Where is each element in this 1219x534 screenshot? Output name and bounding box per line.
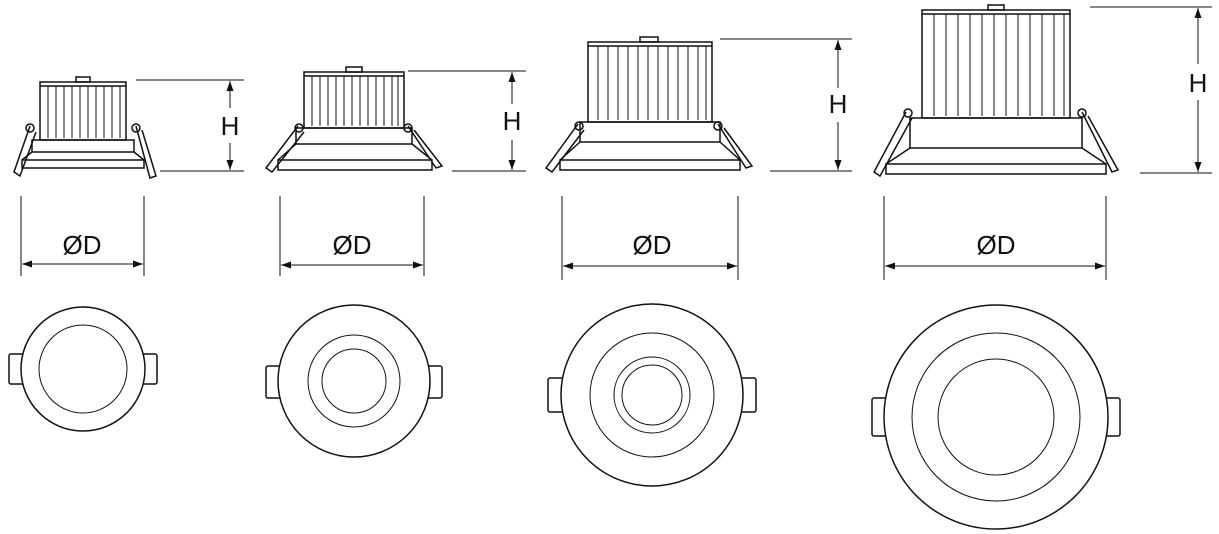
fixture-1-top-view bbox=[8, 306, 158, 432]
fixture-4-height-label: H bbox=[1189, 68, 1208, 98]
fixture-3-side-view bbox=[544, 36, 754, 174]
fixture-4-diameter-label: ØD bbox=[977, 230, 1016, 260]
fixture-1-side-view bbox=[13, 76, 157, 179]
fixture-3-height-dimension bbox=[720, 38, 852, 172]
fixture-2-side-view bbox=[264, 66, 444, 174]
fixture-4-side-view bbox=[873, 4, 1120, 178]
fixture-1-diameter-dimension bbox=[20, 196, 145, 276]
fixture-2-top-view bbox=[265, 304, 443, 458]
fixture-1-height-dimension bbox=[136, 79, 244, 172]
fixture-1-height-label: H bbox=[221, 111, 240, 141]
fixture-1-diameter-label: ØD bbox=[63, 230, 102, 260]
fixture-2-height-label: H bbox=[503, 106, 522, 136]
fixture-4-top-view bbox=[871, 304, 1121, 530]
fixture-2-diameter-dimension bbox=[279, 196, 425, 276]
fixture-4-diameter-dimension bbox=[883, 196, 1107, 280]
fixture-3-diameter-dimension bbox=[561, 196, 739, 280]
fixture-3-top-view bbox=[547, 303, 757, 487]
fixture-3-height-label: H bbox=[829, 89, 848, 119]
fixture-2-height-dimension bbox=[408, 70, 526, 172]
fixture-2-diameter-label: ØD bbox=[333, 230, 372, 260]
fixture-4-height-dimension bbox=[1090, 6, 1212, 174]
fixture-3-diameter-label: ØD bbox=[633, 230, 672, 260]
